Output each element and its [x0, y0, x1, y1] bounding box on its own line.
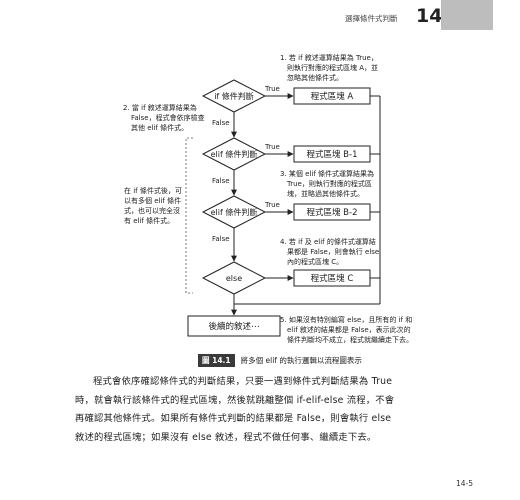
true-label-1: True: [264, 85, 280, 93]
note-side: 在 if 條件式後，可 以有多個 elif 條件 式，也可以完全沒 有 elif…: [124, 186, 184, 225]
body-paragraph: 程式會依序確認條件式的判斷結果，只要一遇到條件式判斷結果為 True 時，就會執…: [75, 373, 480, 447]
chapter-tab-decoration: [441, 0, 493, 30]
flowchart-diagram: if 條件判斷 elif 條件判斷 elif 條件判斷 else 程式區塊 A …: [123, 53, 414, 344]
running-header-title: 選擇條件式判斷: [345, 14, 398, 23]
note-4: 4. 若 if 及 elif 的條件式運算結 果都是 False，則會執行 el…: [280, 237, 381, 266]
note-5: 5. 如果沒有特別編寫 else，且所有的 if 和 elif 敘述的結果都是 …: [280, 315, 414, 344]
next-statement-box: [187, 315, 281, 337]
decision-elif-1-label: elif 條件判斷: [211, 149, 258, 159]
false-label-1: False: [212, 119, 230, 127]
figure-caption-text: 將多個 elif 的執行邏輯以流程圖表示: [240, 355, 362, 365]
decision-if-label: if 條件判斷: [214, 91, 254, 101]
body-line-4: 敘述的程式區塊；如果沒有 else 敘述，程式不做任何事、繼續走下去。: [75, 431, 377, 443]
body-line-2: 時，就會執行該條件式的程式區塊，然後就跳離整個 if-elif-else 流程，…: [75, 394, 395, 406]
note-3: 3. 某個 elif 條件式運算結果為 True，則執行對應的程式區 塊，並略過…: [280, 169, 376, 198]
block-b1-label: 程式區塊 B-1: [306, 149, 357, 160]
false-label-3: False: [212, 235, 230, 243]
note-1: 1. 若 if 敘述運算結果為 True， 則執行對應的程式區塊 A，並 忽略其…: [280, 53, 380, 82]
page-number: 14-5: [456, 479, 474, 488]
block-c-label: 程式區塊 C: [311, 273, 354, 284]
true-label-2: True: [264, 143, 280, 151]
note-2: 2. 當 if 敘述運算結果為 False，程式會依序檢查 其他 elif 條件…: [123, 103, 207, 132]
true-label-3: True: [264, 201, 280, 209]
block-a-label: 程式區塊 A: [311, 91, 354, 102]
decision-elif-2-label: elif 條件判斷: [211, 207, 258, 217]
body-line-1: 程式會依序確認條件式的判斷結果，只要一遇到條件式判斷結果為 True: [93, 376, 393, 387]
body-line-3: 再確認其他條件式。如果所有條件式判斷的結果都是 False，則會執行 else: [75, 413, 392, 424]
elif-group-bracket: [185, 137, 193, 294]
next-statement-label: 後續的敘述⋯: [208, 321, 259, 332]
chapter-number: 14: [416, 5, 443, 27]
decision-else-label: else: [226, 274, 242, 283]
block-b2-label: 程式區塊 B-2: [306, 207, 357, 218]
figure-caption: 圖 14.1 將多個 elif 的執行邏輯以流程圖表示: [198, 353, 362, 367]
figure-label: 圖 14.1: [198, 353, 235, 367]
false-label-2: False: [212, 177, 230, 185]
